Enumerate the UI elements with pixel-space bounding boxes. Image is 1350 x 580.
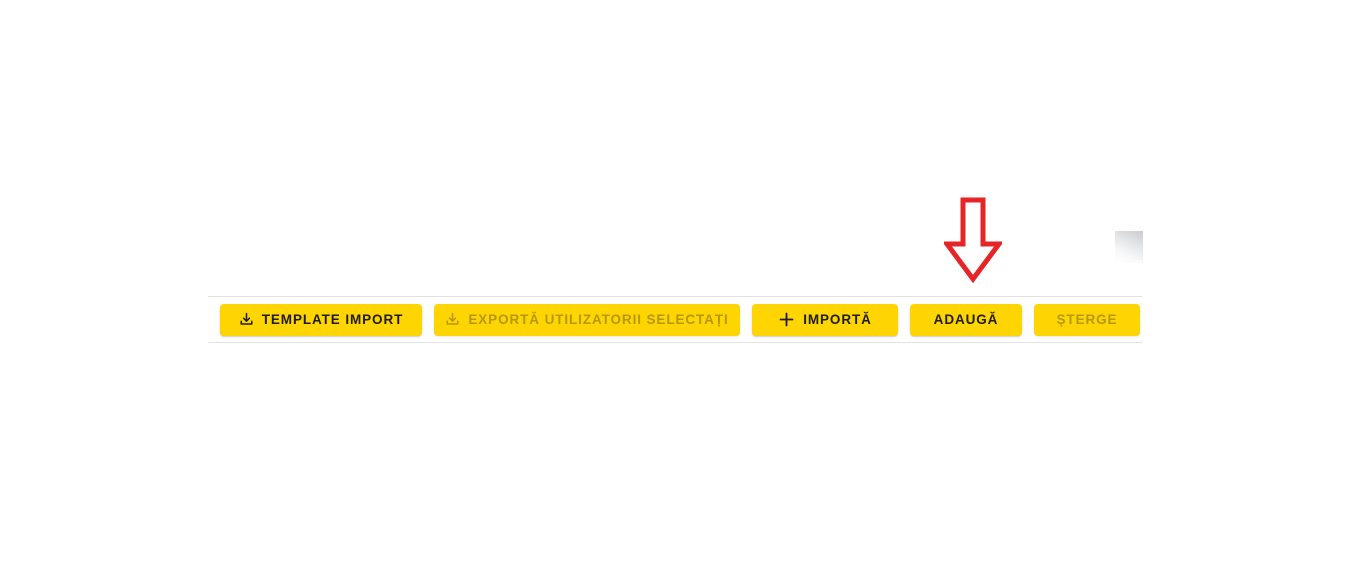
add-button[interactable]: ADAUGĂ bbox=[910, 303, 1022, 336]
red-down-arrow-annotation bbox=[942, 197, 1004, 284]
export-selected-users-button[interactable]: EXPORTĂ UTILIZATORII SELECTAȚI bbox=[434, 303, 740, 336]
delete-button[interactable]: ȘTERGE bbox=[1034, 303, 1140, 336]
template-import-button[interactable]: TEMPLATE IMPORT bbox=[220, 303, 422, 336]
import-label: IMPORTĂ bbox=[803, 311, 872, 327]
download-icon bbox=[445, 312, 460, 327]
add-label: ADAUGĂ bbox=[933, 311, 999, 327]
export-selected-users-label: EXPORTĂ UTILIZATORII SELECTAȚI bbox=[468, 311, 729, 327]
template-import-label: TEMPLATE IMPORT bbox=[261, 311, 404, 327]
plus-icon bbox=[778, 311, 795, 328]
delete-label: ȘTERGE bbox=[1056, 311, 1118, 327]
download-icon bbox=[239, 312, 254, 327]
action-toolbar: TEMPLATE IMPORT EXPORTĂ UTILIZATORII SEL… bbox=[208, 296, 1142, 343]
panel-edge-artifact bbox=[1115, 231, 1143, 263]
import-button[interactable]: IMPORTĂ bbox=[752, 303, 898, 336]
